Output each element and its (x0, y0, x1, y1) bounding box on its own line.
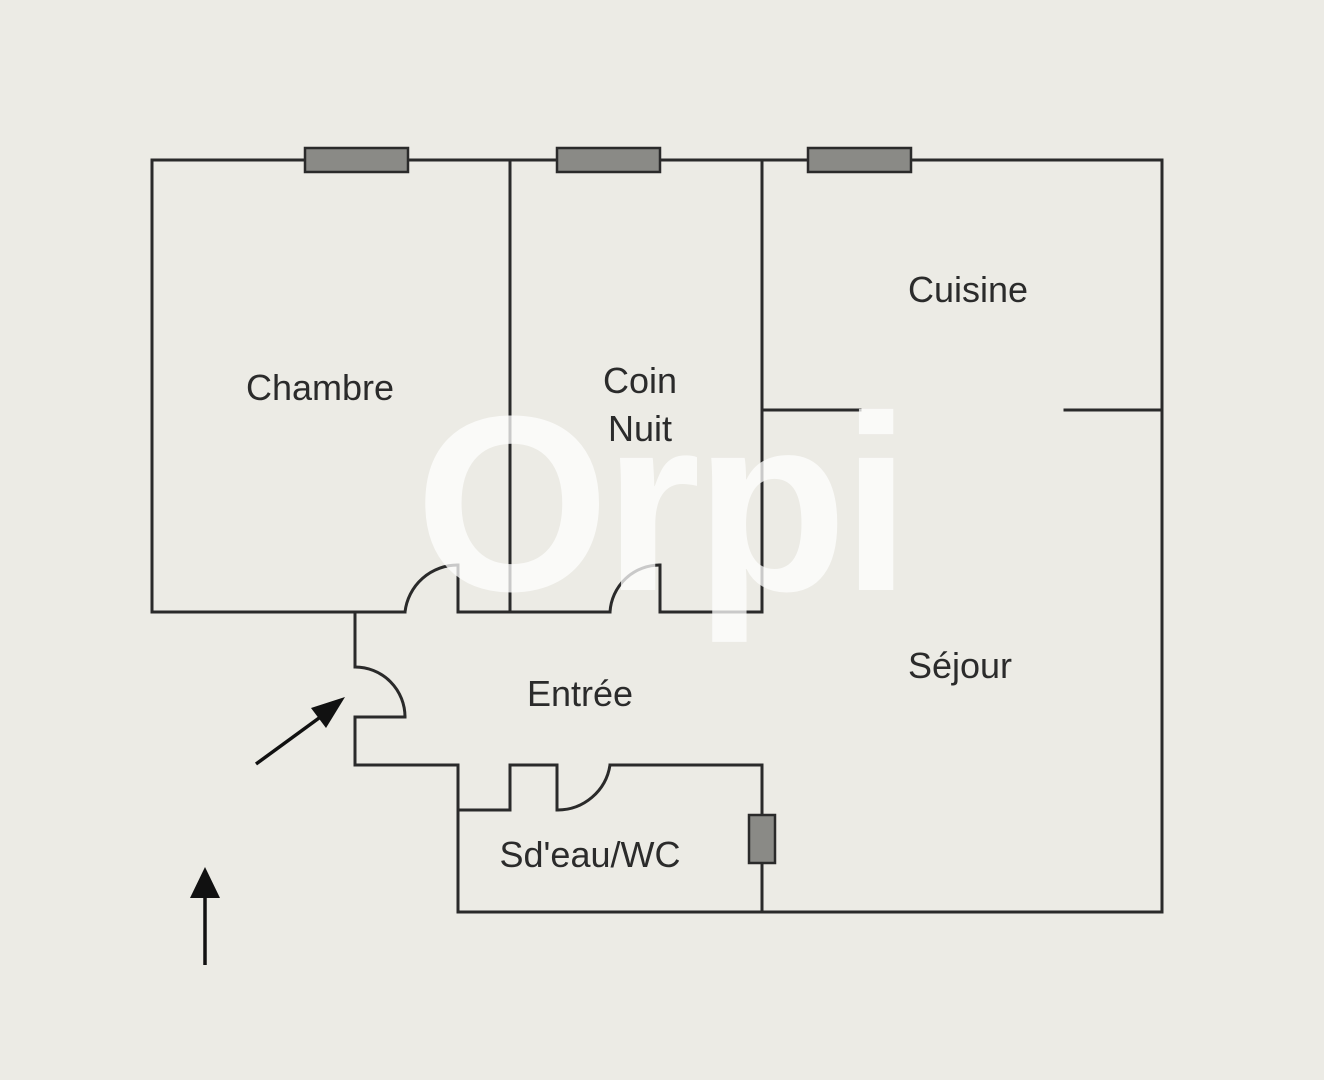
room-label-chambre: Chambre (246, 367, 394, 408)
window-sdeau (747, 813, 777, 865)
interior-walls (456, 158, 1164, 812)
windows (303, 146, 913, 865)
room-labels: Chambre Coin Nuit Cuisine Séjour Entrée … (246, 269, 1028, 875)
door-swings (354, 563, 661, 812)
door-entrance (354, 665, 407, 718)
room-label-entree: Entrée (527, 673, 633, 714)
door-coin-nuit (608, 563, 661, 613)
north-arrow (190, 867, 220, 965)
window-cuisine (806, 146, 913, 174)
room-label-coin-nuit: Coin Nuit (603, 360, 687, 449)
orpi-watermark: Orpi (415, 364, 905, 643)
door-sdeau (556, 764, 612, 812)
entrance-arrow (254, 697, 345, 766)
room-label-coin-nuit-line2: Nuit (608, 408, 672, 449)
room-label-sdeau-wc: Sd'eau/WC (500, 834, 681, 875)
window-coin-nuit (555, 146, 662, 174)
room-label-sejour: Séjour (908, 645, 1012, 686)
door-chambre (403, 563, 459, 613)
room-label-cuisine: Cuisine (908, 269, 1028, 310)
window-chambre (303, 146, 410, 174)
room-label-coin-nuit-line1: Coin (603, 360, 677, 401)
